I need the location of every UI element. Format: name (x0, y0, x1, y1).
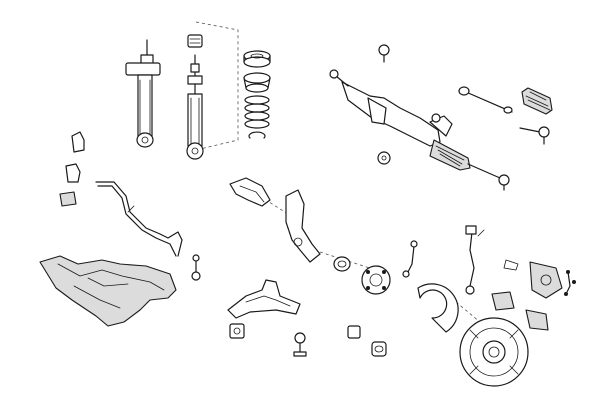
wear-sensor (564, 270, 576, 296)
tie-rod-end (498, 126, 550, 191)
ball-joint (293, 332, 307, 357)
anti-roll-bar-link (191, 254, 201, 281)
brake-shield (417, 283, 459, 333)
tie-rod-inner (458, 86, 513, 114)
strut-bearing (243, 50, 271, 68)
wheel-hub (361, 265, 391, 295)
shock-absorber-right (186, 54, 204, 160)
anti-roll-bar (95, 181, 183, 257)
assembly-guides (195, 21, 481, 323)
steering-boot (521, 87, 553, 115)
coil-spring (244, 95, 270, 139)
brake-hose (402, 240, 418, 278)
brake-disc (459, 317, 529, 387)
ball-joint-bush (347, 325, 387, 357)
wheel-bearing (333, 256, 351, 272)
strut-top-mount (187, 34, 203, 48)
subframe (39, 255, 177, 327)
steering-rack (329, 44, 501, 179)
brake-caliper (529, 261, 563, 299)
lower-control-arm (227, 279, 301, 319)
upper-control-arm (229, 177, 271, 207)
shock-absorber-left (125, 39, 161, 148)
abs-sensor (465, 225, 485, 295)
steering-knuckle (285, 189, 321, 263)
anti-roll-bar-bush (59, 131, 85, 207)
control-arm-bush (229, 323, 245, 339)
bump-stop (243, 72, 271, 93)
brake-pads (491, 259, 549, 331)
